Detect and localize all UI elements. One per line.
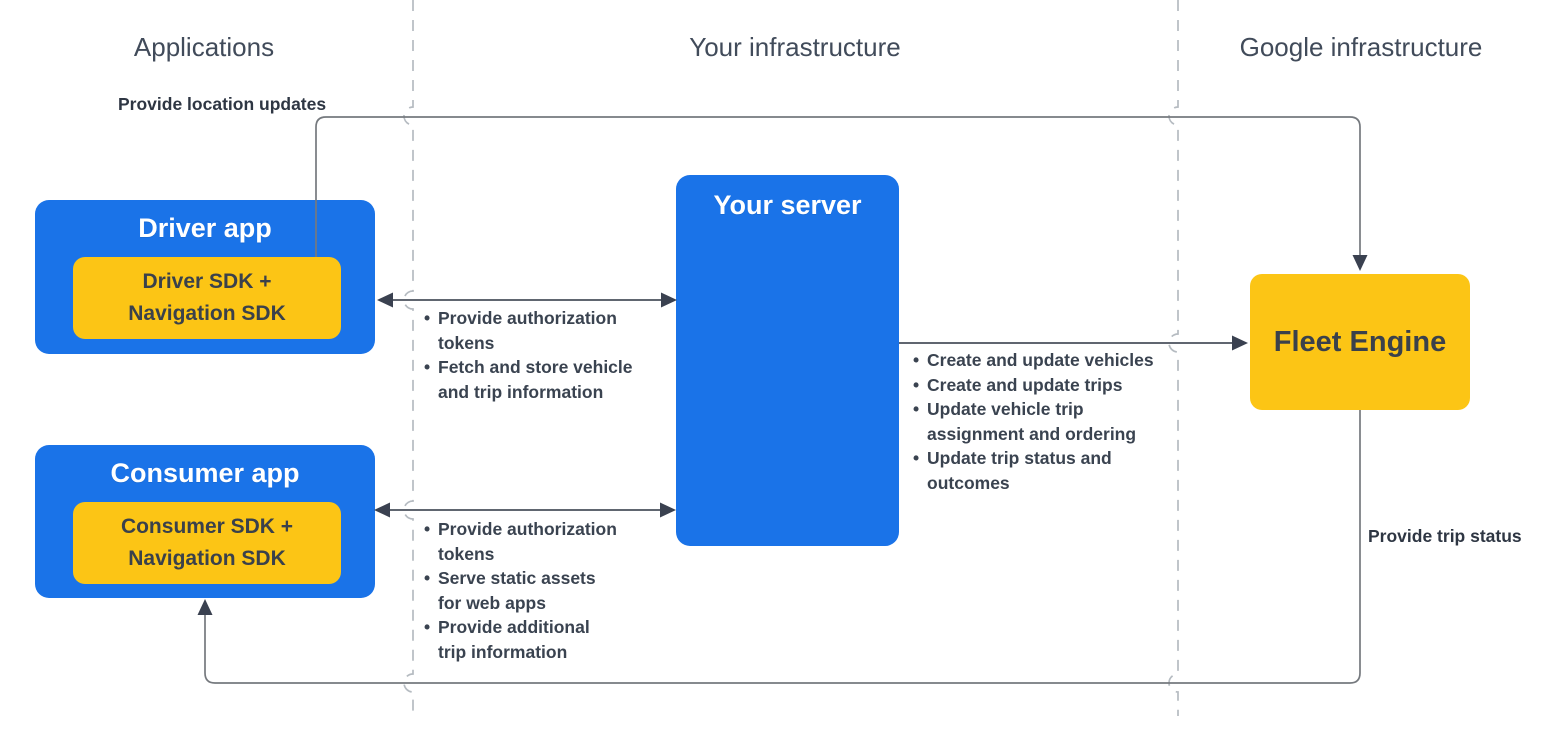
consumer-sdk-box: Consumer SDK + Navigation SDK (73, 502, 341, 584)
bullet-item: Provide authorization tokens (424, 306, 633, 355)
consumer-server-bullet-list: Provide authorization tokensServe static… (424, 517, 617, 664)
bullet-item: Update vehicle trip assignment and order… (913, 397, 1154, 446)
server-fleet-bullet-list: Create and update vehiclesCreate and upd… (913, 348, 1154, 495)
driver-server-bullet-list: Provide authorization tokensFetch and st… (424, 306, 633, 404)
bullet-item: Create and update vehicles (913, 348, 1154, 373)
arrowhead-right-server-top (661, 292, 677, 308)
arrowhead-up-consumer-app (197, 599, 213, 615)
consumer-app-box: Consumer app Consumer SDK + Navigation S… (35, 445, 375, 598)
driver-app-box: Driver app Driver SDK + Navigation SDK (35, 200, 375, 354)
label-provide-location-updates: Provide location updates (118, 94, 327, 114)
bullet-item: Serve static assets for web apps (424, 566, 617, 615)
bullet-item: Provide authorization tokens (424, 517, 617, 566)
divider-yourinfra-googleinfra (1168, 0, 1179, 716)
arrowhead-down-fleet-engine (1352, 255, 1368, 271)
divider-applications-yourinfra (403, 0, 414, 716)
bullet-item: Update trip status and outcomes (913, 446, 1154, 495)
column-header-google-infrastructure: Google infrastructure (1239, 32, 1483, 62)
driver-sdk-box: Driver SDK + Navigation SDK (73, 257, 341, 339)
bullet-item: Fetch and store vehicle and trip informa… (424, 355, 633, 404)
your-server-box: Your server (676, 175, 899, 546)
driver-app-title: Driver app (138, 213, 272, 243)
arrowhead-left-consumer-app (374, 502, 390, 518)
arrowhead-left-driver-app (377, 292, 393, 308)
column-header-your-infrastructure: Your infrastructure (689, 32, 901, 62)
fleet-engine-box: Fleet Engine (1250, 274, 1470, 410)
column-header-applications: Applications (133, 32, 275, 62)
your-server-title: Your server (713, 190, 862, 220)
consumer-app-title: Consumer app (110, 458, 300, 488)
bullet-item: Create and update trips (913, 373, 1154, 398)
bullet-item: Provide additional trip information (424, 615, 617, 664)
label-provide-trip-status: Provide trip status (1368, 526, 1522, 546)
arrowhead-right-fleet-engine (1232, 335, 1248, 351)
fleet-engine-title: Fleet Engine (1273, 325, 1447, 358)
arrowhead-right-server-bottom (660, 502, 676, 518)
